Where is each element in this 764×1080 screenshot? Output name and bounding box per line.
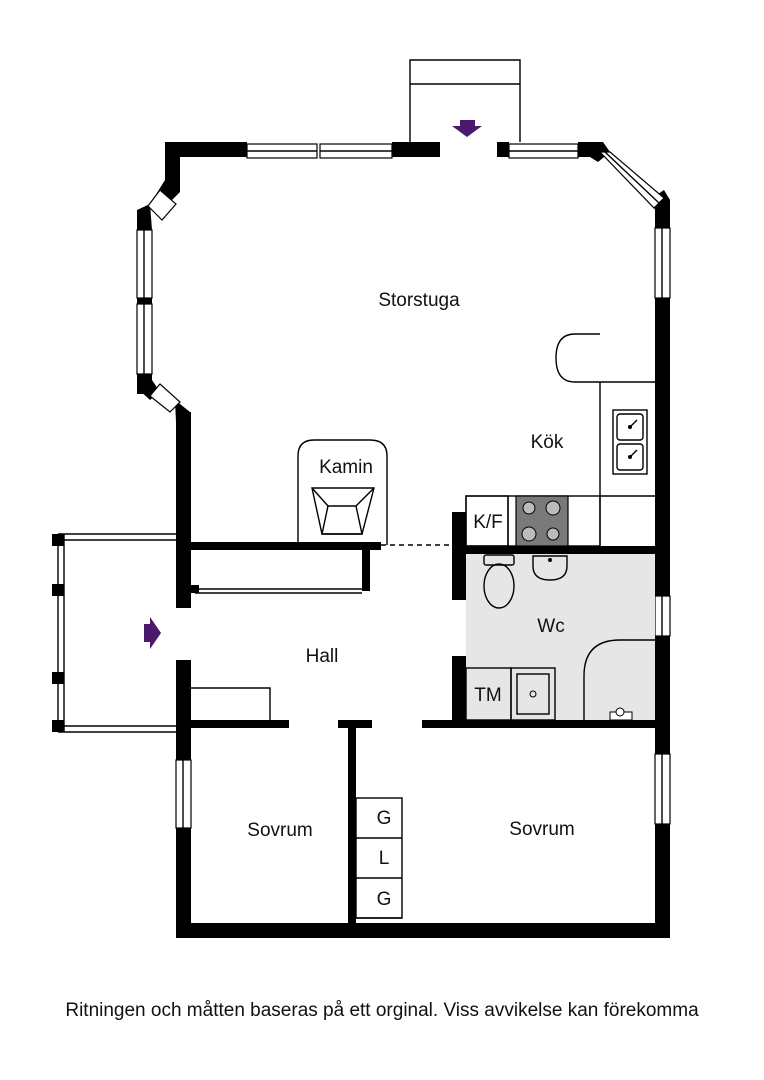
entrance-arrow-icon [144, 617, 161, 649]
sink-icon [612, 409, 648, 475]
top-porch [409, 59, 521, 142]
entrance-arrow-icon [452, 120, 482, 137]
wardrobe-label-l: L [379, 848, 390, 869]
disclaimer-note: Ritningen och måtten baseras på ett orgi… [65, 1000, 699, 1021]
exterior-walls [137, 142, 670, 938]
kitchen [465, 333, 655, 547]
room-label-storstuga: Storstuga [378, 290, 460, 311]
toilet-icon [483, 554, 515, 609]
room-label-hall: Hall [306, 646, 339, 667]
fireplace-icon [297, 439, 388, 545]
room-label-kamin: Kamin [319, 457, 373, 478]
shower-icon [583, 639, 655, 721]
left-porch [52, 533, 176, 733]
room-label-sovrum-right: Sovrum [509, 819, 574, 840]
tm-label: TM [474, 685, 501, 706]
interior-walls [191, 512, 656, 923]
wardrobes [355, 797, 403, 919]
wc-fixtures [465, 554, 655, 721]
kf-label: K/F [473, 512, 503, 533]
wardrobe-label-g2: G [377, 889, 392, 910]
wardrobe-label-g1: G [377, 808, 392, 829]
washbasin-icon [532, 555, 568, 581]
wc-floor [466, 554, 655, 720]
stove-icon [515, 495, 569, 547]
windows [136, 143, 671, 829]
room-label-sovrum-left: Sovrum [247, 820, 312, 841]
room-label-kok: Kök [531, 432, 564, 453]
room-label-wc: Wc [537, 616, 564, 637]
